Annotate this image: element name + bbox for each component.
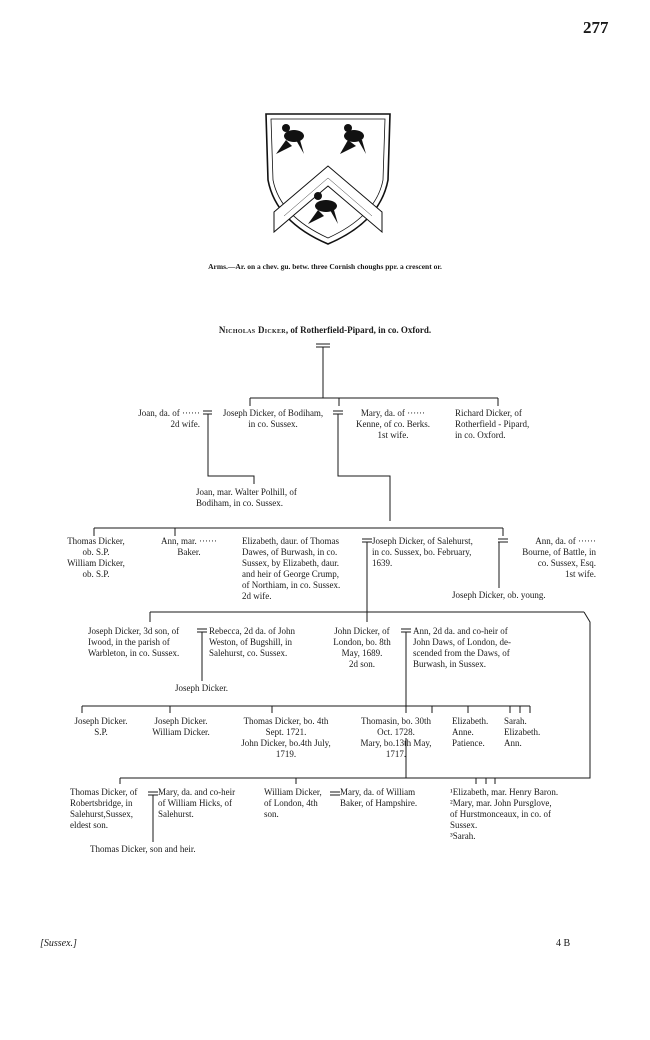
footer-signature: 4 B [556, 938, 571, 949]
person-joseph-dicker-sp: Joseph Dicker. S.P. [74, 716, 128, 737]
person-thomas-son-and-heir: Thomas Dicker, son and heir. [90, 844, 196, 854]
head-rest: , of Rotherfield-Pipard, in co. Oxford. [285, 325, 432, 335]
chough-icon [340, 124, 366, 154]
person-mary-hicks: Mary, da. and co-heir of William Hicks, … [158, 787, 236, 819]
person-richard-dicker: Richard Dicker, of Rotherfield - Pipard,… [455, 408, 530, 440]
person-thomas-william-dicker: Thomas Dicker, ob. S.P. William Dicker, … [67, 536, 125, 579]
person-elizabeth-anne-patience: Elizabeth. Anne. Patience. [452, 716, 489, 748]
pedigree-head: Nicholas Dicker, of Rotherfield-Pipard, … [0, 325, 650, 335]
person-thomasin-mary: Thomasin, bo. 30th Oct. 1728. Mary, bo.1… [360, 716, 432, 759]
person-joseph-dicker-child: Joseph Dicker. [175, 683, 228, 693]
arms-caption: Arms.—Ar. on a chev. gu. betw. three Cor… [208, 262, 442, 271]
person-william-dicker-london: William Dicker, of London, 4th son. [264, 787, 322, 819]
person-thomas-john-dicker: Thomas Dicker, bo. 4th Sept. 1721. John … [241, 716, 331, 759]
person-joseph-salehurst: Joseph Dicker, of Salehurst, in co. Suss… [372, 536, 473, 568]
head-name: Nicholas Dicker [218, 325, 286, 335]
person-ann-daws: Ann, 2d da. and co-heir of John Daws, of… [413, 626, 511, 669]
coat-of-arms [265, 113, 391, 245]
person-joan-2d-wife: Joan, da. of ······ 2d wife. [138, 408, 200, 429]
person-joseph-ob-young: Joseph Dicker, ob. young. [452, 590, 546, 600]
person-ann-baker: Ann, mar. ······ Baker. [161, 536, 217, 557]
person-joseph-dicker-3d-son: Joseph Dicker, 3d son, of Iwood, in the … [88, 626, 180, 658]
footer-county: [Sussex.] [40, 938, 77, 949]
person-joseph-bodiham: Joseph Dicker, of Bodiham, in co. Sussex… [222, 408, 324, 429]
person-joan-polhill: Joan, mar. Walter Polhill, of Bodiham, i… [196, 487, 297, 508]
person-joseph-william-dicker: Joseph Dicker. William Dicker. [152, 716, 210, 737]
person-mary-baker: Mary, da. of William Baker, of Hampshire… [340, 787, 418, 808]
person-john-dicker-london: John Dicker, of London, bo. 8th May, 168… [333, 626, 391, 669]
person-elizabeth-dawes: Elizabeth, daur. of Thomas Dawes, of Bur… [242, 536, 341, 601]
person-sarah-elizabeth-ann: Sarah. Elizabeth. Ann. [504, 716, 541, 748]
page-number: 277 [583, 18, 609, 37]
person-rebecca-weston: Rebecca, 2d da. of John Weston, of Bugsh… [209, 626, 295, 658]
chough-icon [308, 192, 338, 224]
person-thomas-robertsbridge: Thomas Dicker, of Robertsbridge, in Sale… [70, 787, 138, 830]
chough-icon [276, 124, 304, 154]
person-mary-kenne: Mary, da. of ······ Kenne, of co. Berks.… [356, 408, 430, 440]
person-ann-bourne: Ann, da. of ······ Bourne, of Battle, in… [522, 536, 596, 579]
list-daughters: ¹Elizabeth, mar. Henry Baron. ²Mary, mar… [450, 787, 559, 841]
